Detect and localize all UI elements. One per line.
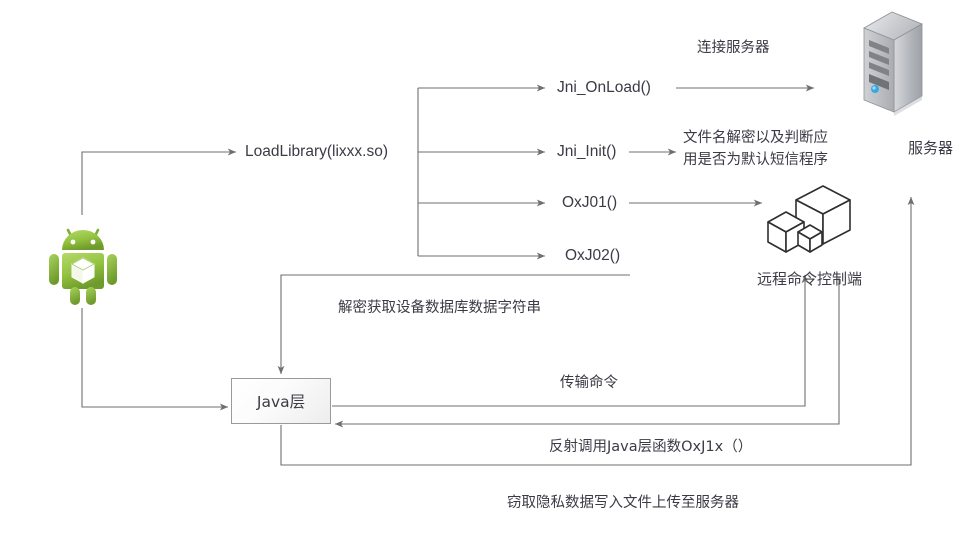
edge-label-decrypt-db-string: 解密获取设备数据库数据字符串 [338, 300, 541, 316]
edge-label-connect-server: 连接服务器 [697, 40, 770, 56]
remote-control-cube-icon [760, 184, 858, 269]
node-oxj01: OxJ01() [562, 194, 618, 211]
node-jni-init: Jni_Init() [557, 143, 617, 160]
edge-android-to-javalayer [81, 308, 229, 411]
edge-label-reflect-call-java: 反射调用Java层函数OxJ1x（） [549, 439, 753, 455]
node-jni-onload: Jni_OnLoad() [557, 79, 651, 96]
node-loadlibrary: LoadLibrary(lixxx.so) [245, 143, 388, 160]
edge-android-to-loadlibrary [81, 148, 237, 215]
server-tower-icon [852, 8, 930, 125]
node-java-layer: Java层 [231, 378, 331, 424]
edge-label-steal-upload: 窃取隐私数据写入文件上传至服务器 [507, 495, 739, 511]
edge-label-filename-decrypt-line1: 文件名解密以及判断应 [683, 130, 828, 146]
edge-label-filename-decrypt-line2: 用是否为默认短信程序 [683, 152, 828, 168]
edge-oxj02-to-javalayer [277, 274, 630, 375]
edge-label-transmit-command: 传输命令 [560, 375, 618, 391]
caption-server: 服务器 [908, 139, 954, 157]
caption-remote-control: 远程命令控制端 [757, 270, 863, 288]
node-oxj02: OxJ02() [565, 247, 621, 264]
android-robot-icon [40, 216, 126, 315]
